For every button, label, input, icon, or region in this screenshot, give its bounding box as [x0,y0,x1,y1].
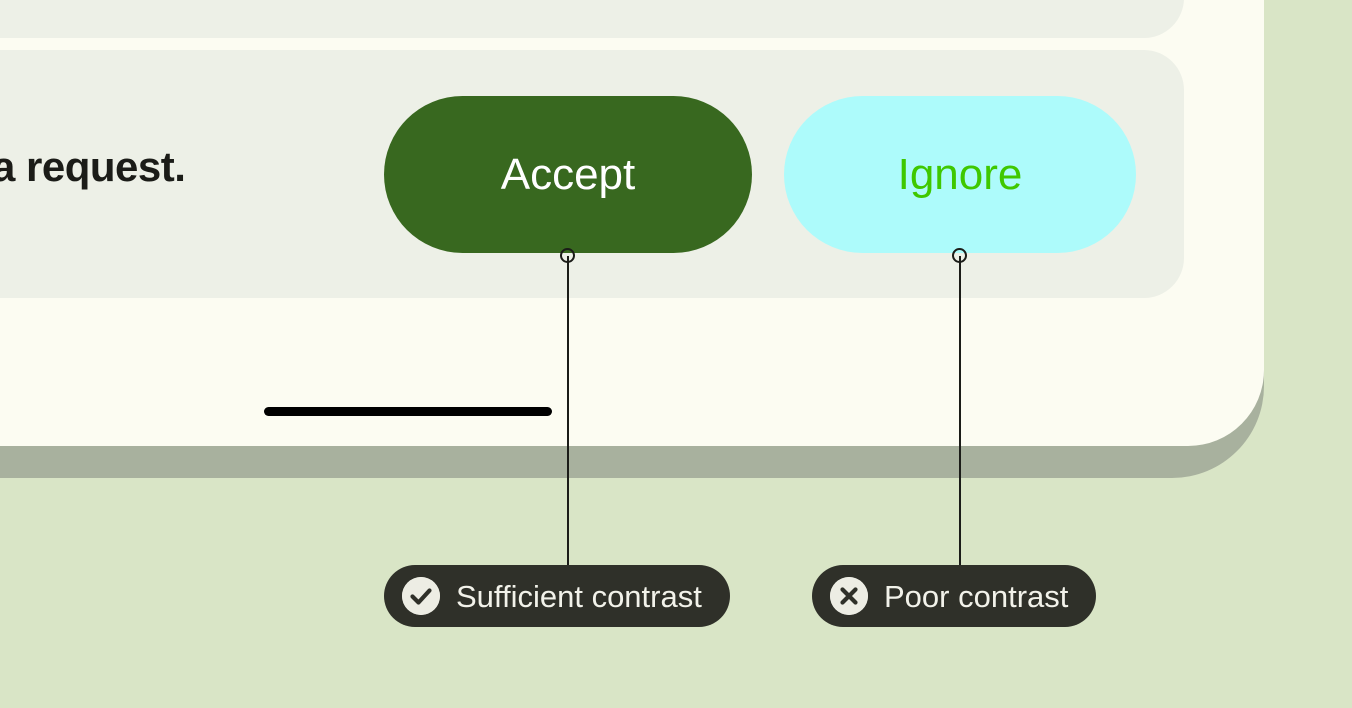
request-body-text: a request. [0,143,186,190]
annotation-poor-contrast: Poor contrast [812,565,1097,627]
check-circle-icon [402,577,440,615]
annotation-label-poor: Poor contrast [884,578,1069,614]
ignore-button[interactable]: Ignore [784,96,1136,253]
device-frame: a request. Accept Ignore [0,0,1264,478]
leader-line-accept [567,256,569,566]
x-circle-icon [830,577,868,615]
notification-card-partial [0,0,1184,38]
annotation-sufficient-contrast: Sufficient contrast [384,565,730,627]
accept-button[interactable]: Accept [384,96,752,253]
leader-line-ignore [959,256,961,566]
home-indicator [264,407,552,416]
device-screen: a request. Accept Ignore [0,0,1264,446]
annotation-label-sufficient: Sufficient contrast [456,578,702,614]
